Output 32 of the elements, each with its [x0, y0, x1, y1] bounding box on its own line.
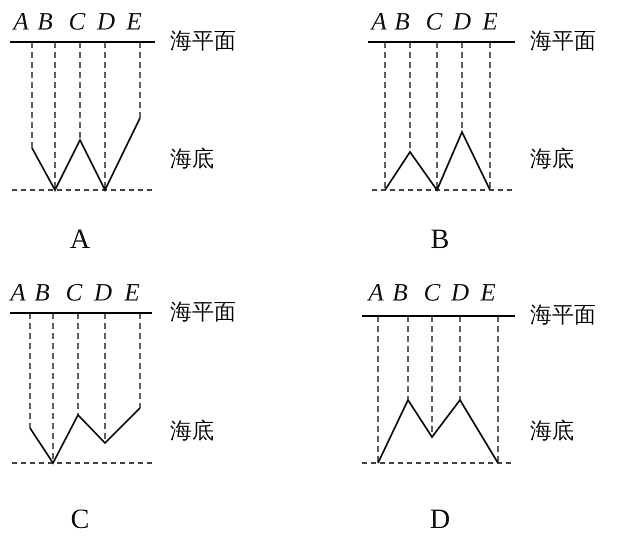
point-letter: C — [68, 10, 86, 34]
point-letter: D — [94, 280, 112, 306]
point-letter: E — [480, 280, 496, 306]
point-letter: E — [124, 280, 140, 306]
sea-level-label: 海平面 — [170, 302, 236, 324]
seabed-label: 海底 — [170, 149, 214, 171]
point-letter: A — [371, 10, 387, 34]
sea-level-label: 海平面 — [530, 305, 596, 327]
sea-level-label: 海平面 — [530, 31, 596, 53]
seabed-label: 海底 — [530, 149, 574, 171]
point-letter: E — [482, 10, 498, 34]
point-letter: B — [37, 10, 53, 34]
option-letter: B — [430, 226, 450, 254]
point-letter: C — [424, 280, 440, 306]
point-letter: A — [13, 10, 29, 34]
point-letter: A — [368, 280, 384, 306]
point-letter: B — [394, 10, 410, 34]
point-letter: D — [452, 10, 472, 34]
point-letter: E — [126, 10, 142, 34]
point-letter: C — [426, 10, 442, 34]
seabed-label: 海底 — [530, 421, 574, 443]
sea-level-label: 海平面 — [170, 31, 236, 53]
option-letter: C — [70, 506, 90, 534]
seabed-label: 海底 — [170, 421, 214, 443]
point-letter: A — [10, 280, 26, 306]
point-letter: D — [96, 10, 116, 34]
option-letter: D — [430, 506, 450, 534]
point-letter: B — [392, 280, 408, 306]
point-letter: D — [450, 280, 470, 306]
point-letter: B — [34, 280, 50, 306]
option-letter: A — [70, 226, 90, 254]
point-letter: C — [66, 280, 82, 306]
